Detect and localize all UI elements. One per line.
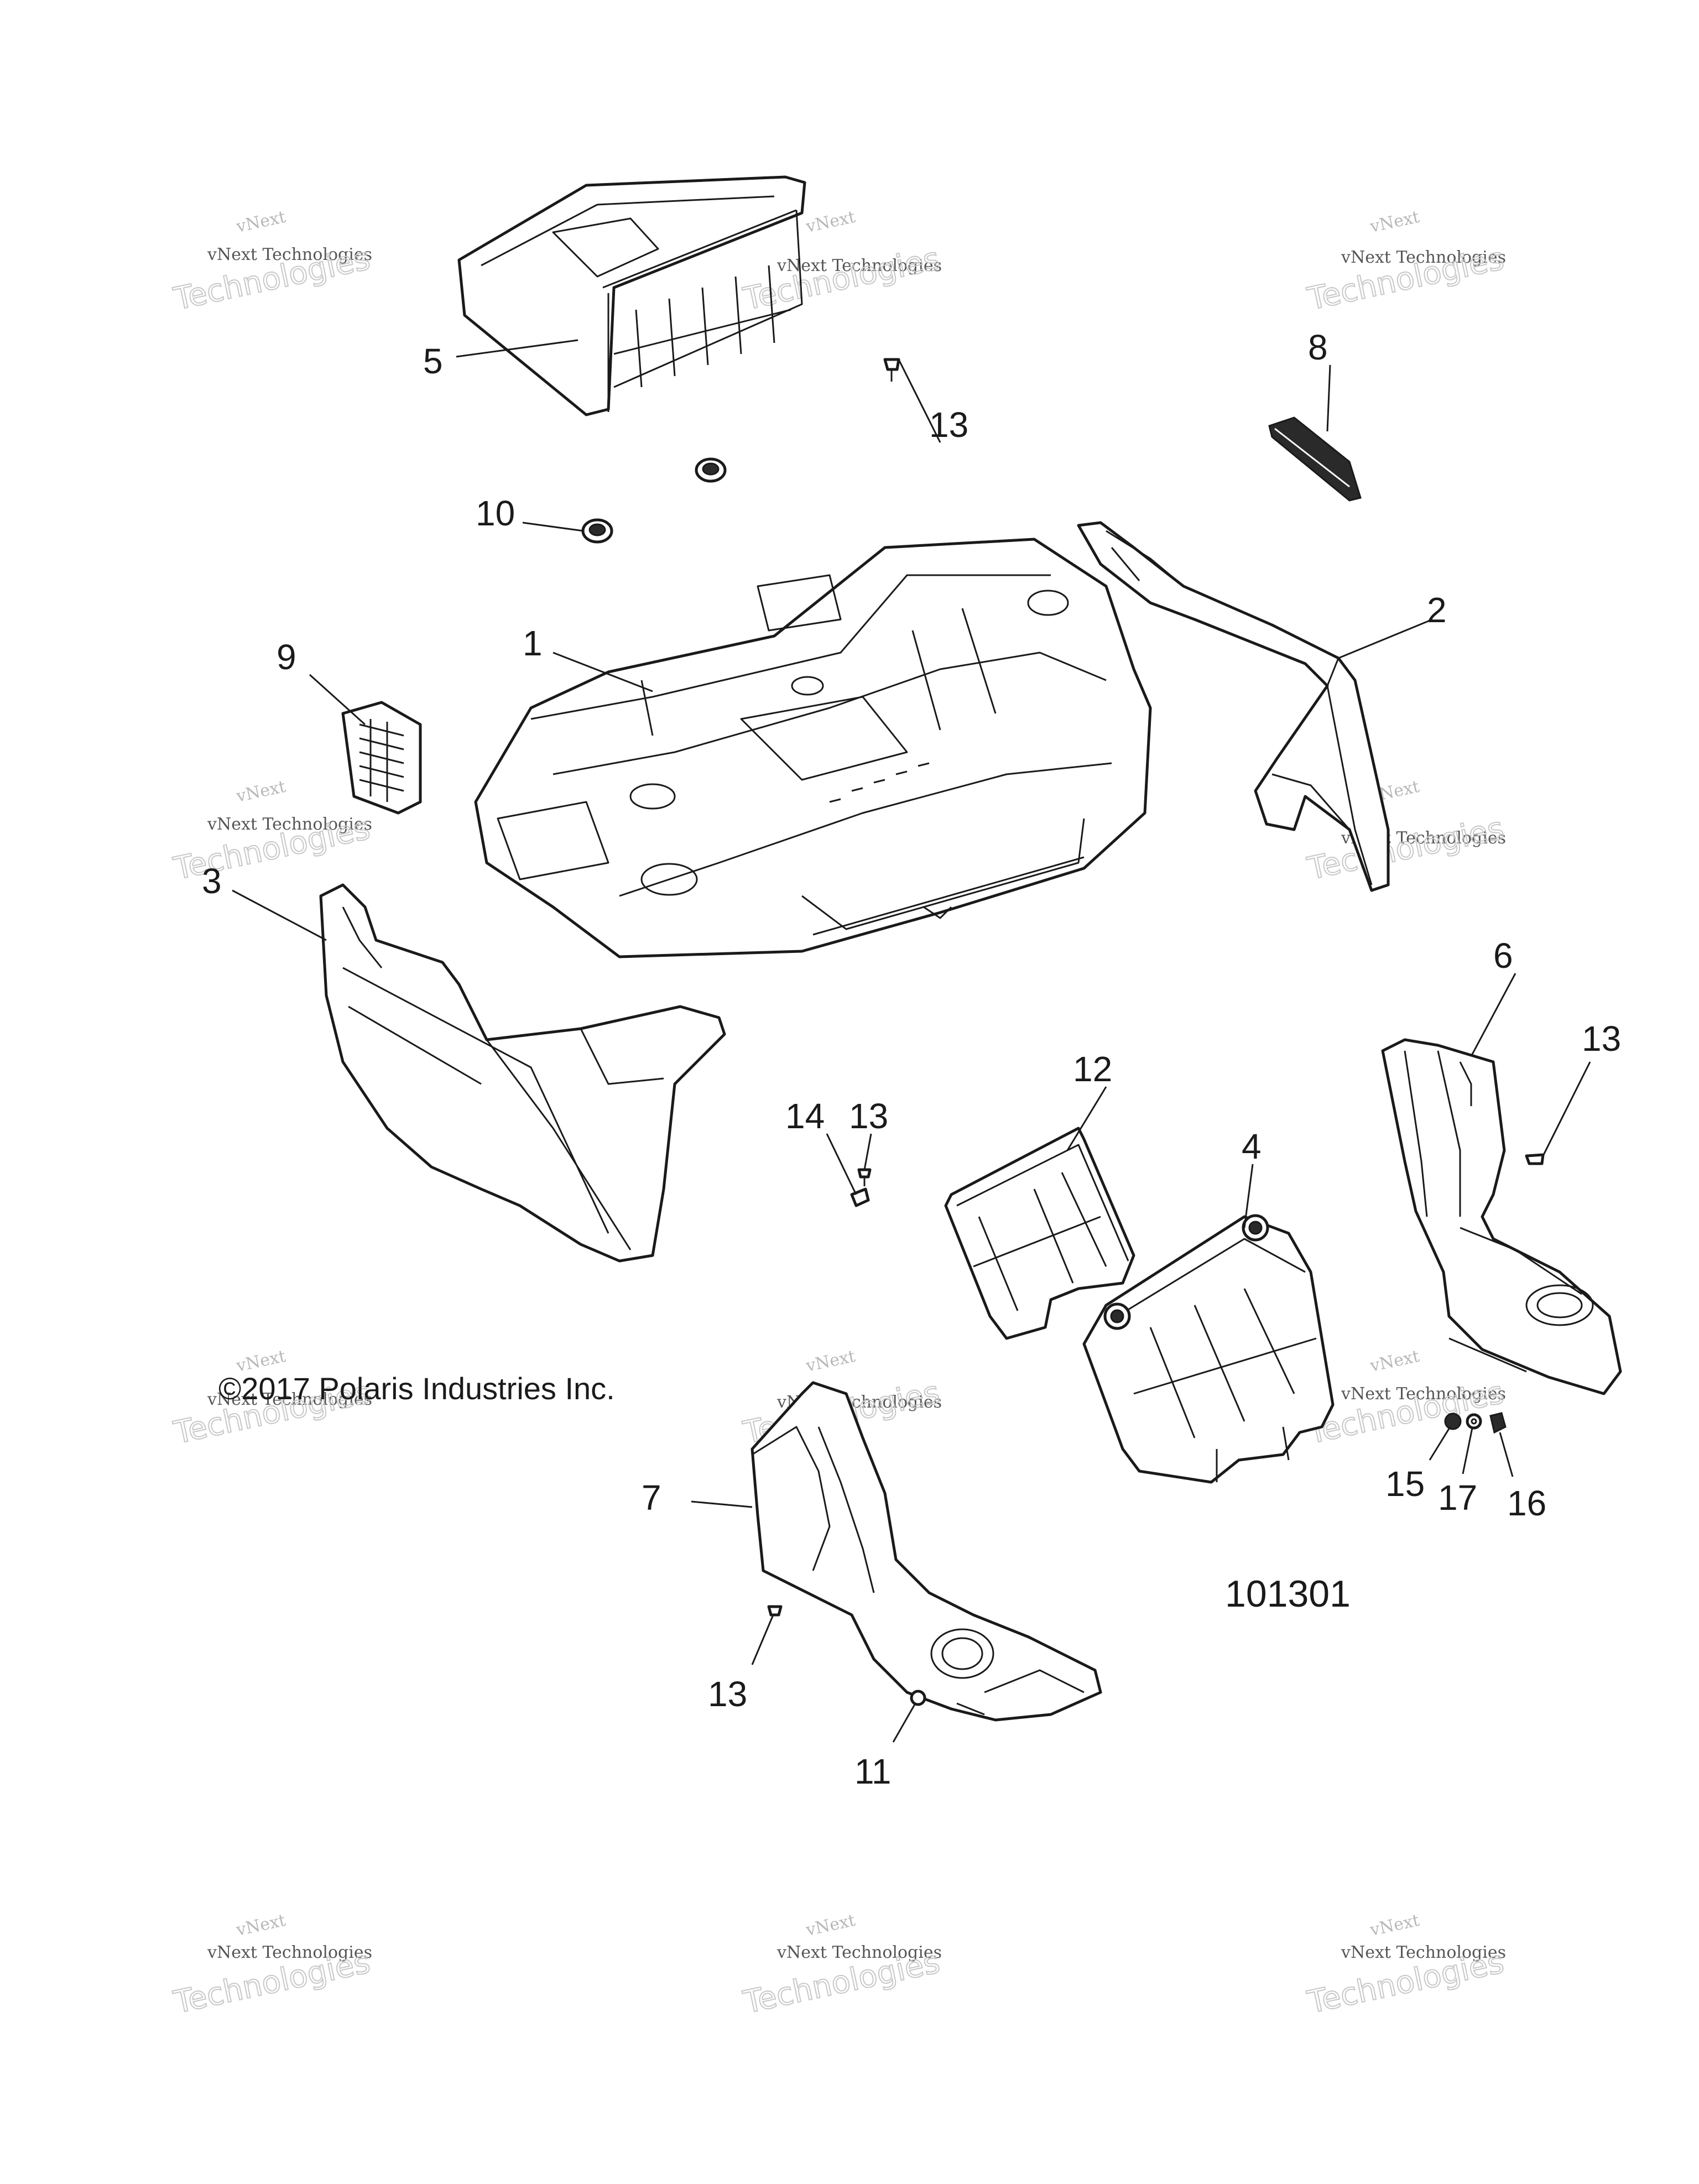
watermark-line1: vNext <box>804 1911 857 1940</box>
leader-11 <box>892 1703 916 1743</box>
callout-3: 3 <box>202 861 222 901</box>
watermark-line2: vNext Technologies <box>1341 248 1506 267</box>
watermarks: vNext vNext Technologies Technologies vN… <box>170 207 1507 2021</box>
watermark-line2: vNext Technologies <box>207 815 372 834</box>
part-3-left-side-panel <box>319 883 726 1263</box>
leader-5 <box>456 339 579 358</box>
callout-8: 8 <box>1308 327 1328 367</box>
leader-15 <box>1429 1426 1451 1461</box>
leader-9 <box>309 674 366 726</box>
part-4-floor-tray <box>1082 1214 1335 1484</box>
part-12-floor-pan <box>944 1127 1135 1340</box>
leader-10 <box>522 522 584 532</box>
watermark-line1: vNext <box>804 207 857 237</box>
part-2-right-side-panel <box>1077 521 1390 892</box>
watermark-low-right: vNext vNext Technologies Technologies <box>1304 1347 1507 1452</box>
watermark-line2: vNext Technologies <box>776 256 942 275</box>
leader-1 <box>553 651 653 692</box>
leader-8 <box>1326 364 1331 432</box>
watermark-line2: vNext Technologies <box>207 245 372 264</box>
part-11-screw <box>910 1690 926 1706</box>
leader-16 <box>1499 1432 1514 1477</box>
callout-1: 1 <box>523 623 543 663</box>
callout-17: 17 <box>1438 1478 1477 1518</box>
leader-13a <box>898 359 941 443</box>
leader-2 <box>1338 618 1433 659</box>
leader-6 <box>1470 973 1516 1057</box>
watermark-line1: vNext <box>234 1911 287 1940</box>
watermark-line3: Technologies <box>1304 810 1507 887</box>
watermark-bottom-center: vNext vNext Technologies Technologies <box>739 1911 943 2021</box>
part-15-nut <box>1444 1412 1462 1430</box>
leader-4 <box>1243 1164 1254 1228</box>
part-13-push-rivet-right <box>1525 1153 1545 1165</box>
part-6-right-fender <box>1381 1038 1622 1395</box>
leader-lines <box>232 339 1591 1743</box>
part-16-bolt <box>1489 1412 1507 1434</box>
callout-6: 6 <box>1493 936 1513 976</box>
watermark-bottom-left: vNext vNext Technologies Technologies <box>170 1911 373 2021</box>
leader-7 <box>691 1500 753 1508</box>
part-9-grille <box>341 701 422 815</box>
leader-17 <box>1462 1427 1473 1474</box>
leader-13d <box>751 1614 774 1665</box>
copyright-notice: ©2017 Polaris Industries Inc. <box>218 1371 615 1406</box>
watermark-line1: vNext <box>234 207 287 237</box>
watermark-line3: Technologies <box>740 241 942 317</box>
callout-13: 13 <box>849 1096 888 1136</box>
figure-number: 101301 <box>1225 1573 1351 1615</box>
watermark-line1: vNext <box>234 777 287 806</box>
watermark-mid-left: vNext vNext Technologies Technologies <box>170 777 373 888</box>
callouts: 5 8 13 10 1 2 9 3 6 13 12 4 14 13 7 13 1… <box>202 327 1621 1791</box>
watermark-line2: vNext Technologies <box>1341 1384 1506 1404</box>
callout-14: 14 <box>785 1096 825 1136</box>
leader-12 <box>1066 1086 1107 1151</box>
leader-14 <box>826 1133 857 1195</box>
watermark-top-left: vNext vNext Technologies Technologies <box>170 207 373 318</box>
callout-5: 5 <box>423 341 443 381</box>
callout-7: 7 <box>642 1478 661 1518</box>
part-8-vent-panel <box>1268 416 1362 502</box>
watermark-line2: vNext Technologies <box>207 1943 372 1962</box>
callout-10: 10 <box>476 493 515 533</box>
leader-1b <box>640 680 654 736</box>
callout-12: 12 <box>1073 1049 1112 1089</box>
watermark-line1: vNext <box>804 1347 857 1376</box>
leader-3 <box>232 889 327 941</box>
part-13-push-rivet-bottom <box>767 1605 783 1617</box>
watermark-line1: vNext <box>1368 207 1421 237</box>
part-17-washer <box>1466 1413 1482 1430</box>
part-13-push-rivet-center <box>857 1168 872 1186</box>
watermark-line2: vNext Technologies <box>207 1390 372 1409</box>
part-1-cargo-box <box>474 538 1152 958</box>
callout-4: 4 <box>1242 1127 1262 1166</box>
part-10-grommet <box>581 518 613 544</box>
leader-13c <box>863 1133 872 1170</box>
part-13-push-rivet-top <box>883 358 900 382</box>
watermark-line2: vNext Technologies <box>1341 1943 1506 1962</box>
callout-13: 13 <box>929 405 968 445</box>
watermark-line2: vNext Technologies <box>776 1943 942 1962</box>
leader-13b <box>1542 1061 1591 1156</box>
part-5-storage-tray <box>457 175 806 416</box>
watermark-bottom-right: vNext vNext Technologies Technologies <box>1304 1911 1507 2021</box>
callout-15: 15 <box>1385 1464 1425 1504</box>
callout-11: 11 <box>854 1752 891 1791</box>
watermark-line1: vNext <box>1368 1911 1421 1940</box>
callout-16: 16 <box>1507 1483 1546 1523</box>
grommet-upper <box>695 457 727 483</box>
callout-2: 2 <box>1427 590 1447 630</box>
watermark-top-right: vNext vNext Technologies Technologies <box>1304 207 1507 318</box>
watermark-line1: vNext <box>1368 1347 1421 1376</box>
callout-13: 13 <box>708 1674 747 1714</box>
part-7-left-fender <box>751 1381 1102 1722</box>
callout-13: 13 <box>1582 1019 1621 1059</box>
callout-9: 9 <box>277 637 296 677</box>
